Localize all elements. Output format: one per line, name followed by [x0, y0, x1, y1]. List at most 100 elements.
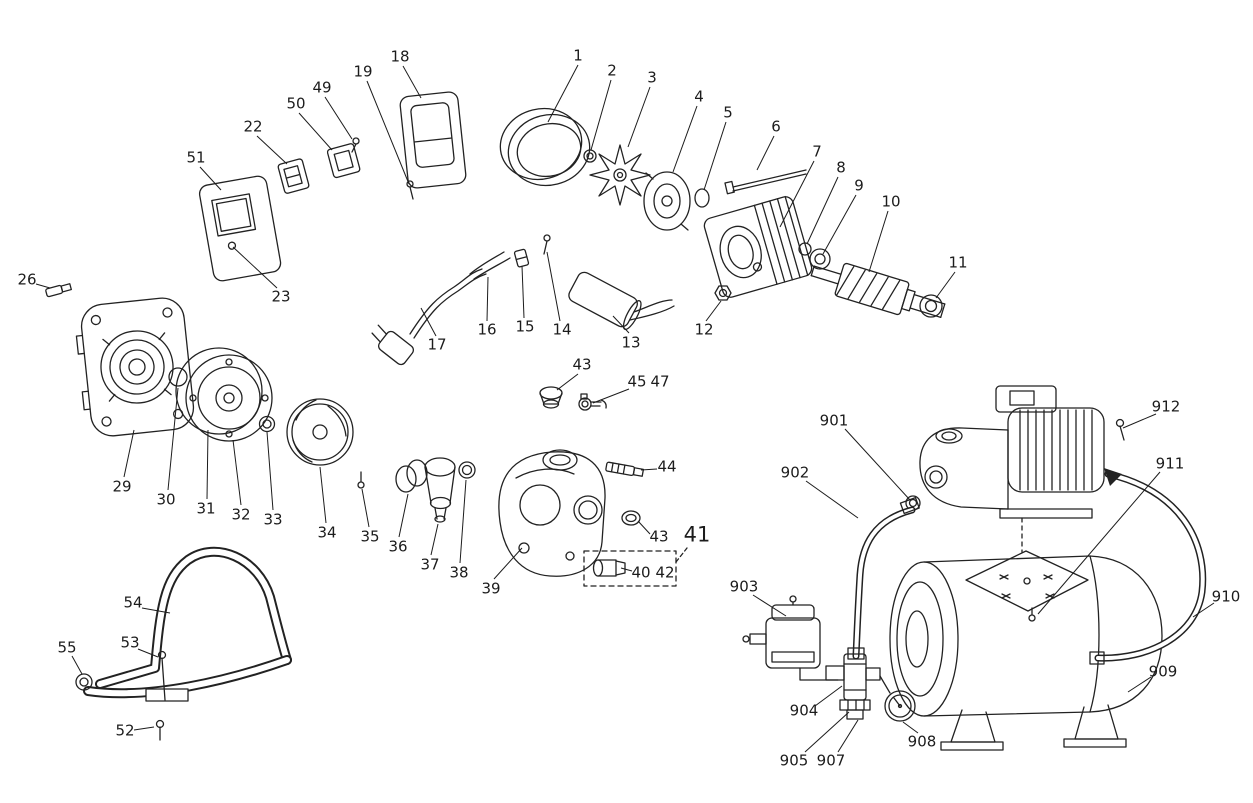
part-label-43b: 43 — [649, 527, 669, 546]
leader-line-16 — [486, 276, 489, 322]
leader-line-55 — [71, 655, 83, 675]
part-five-way-fitting — [825, 653, 881, 720]
part-wires-16 — [469, 251, 511, 280]
part-label-2: 2 — [607, 61, 617, 80]
part-pump-cover — [75, 297, 195, 437]
part-label-908: 908 — [907, 732, 937, 751]
flow-arrow-icon — [1104, 468, 1122, 486]
part-label-38: 38 — [449, 563, 469, 582]
part-fitting-43a — [539, 386, 563, 409]
part-clamp-45-47 — [578, 393, 607, 411]
leader-line-26 — [35, 283, 51, 289]
part-label-902: 902 — [780, 463, 810, 482]
leader-line-51 — [199, 166, 222, 191]
part-label-5: 5 — [723, 103, 733, 122]
part-label-39: 39 — [481, 579, 501, 598]
part-washer-2 — [583, 149, 597, 163]
part-label-6: 6 — [771, 117, 781, 136]
part-label-10: 10 — [881, 192, 901, 211]
leader-line-12 — [705, 300, 722, 322]
part-power-cord — [371, 268, 487, 366]
part-label-912: 912 — [1151, 397, 1181, 416]
part-label-903: 903 — [729, 577, 759, 596]
leader-line-35 — [361, 488, 370, 528]
part-screw-26 — [45, 283, 72, 298]
leader-line-909 — [1127, 676, 1152, 693]
part-pressure-gauge — [879, 675, 916, 722]
leader-line-39 — [493, 547, 523, 580]
leader-line-49 — [324, 96, 353, 140]
part-oring-30 — [168, 367, 188, 387]
part-hose-902 — [847, 496, 920, 660]
leader-line-31 — [206, 429, 209, 500]
leader-line-34 — [319, 466, 327, 524]
part-label-37: 37 — [420, 555, 440, 574]
part-label-910: 910 — [1211, 587, 1241, 606]
leader-line-19 — [366, 80, 410, 185]
leader-line-54 — [141, 607, 171, 614]
part-label-51: 51 — [186, 148, 206, 167]
leader-line-13 — [612, 315, 630, 334]
leader-line-36 — [398, 493, 409, 538]
part-label-901: 901 — [819, 411, 849, 430]
part-label-18: 18 — [390, 47, 410, 66]
leader-line-905 — [804, 711, 850, 753]
part-screw-912 — [1115, 418, 1125, 441]
part-label-49: 49 — [312, 78, 332, 97]
part-label-13: 13 — [621, 333, 641, 352]
leader-line-910 — [1192, 602, 1215, 618]
part-label-904: 904 — [789, 701, 819, 720]
part-label-4: 4 — [694, 87, 704, 106]
leader-line-22 — [256, 135, 288, 165]
leader-line-50 — [298, 112, 333, 151]
part-label-45: 45 — [627, 372, 647, 391]
part-label-47: 47 — [650, 372, 670, 391]
leader-line-11 — [935, 271, 956, 299]
part-clamp-36 — [395, 459, 428, 493]
part-label-35: 35 — [360, 527, 380, 546]
leader-line-912 — [1122, 413, 1157, 429]
part-label-52: 52 — [115, 721, 135, 740]
part-pump-body — [498, 449, 606, 577]
leader-line-32 — [232, 439, 242, 506]
leader-line-904 — [814, 685, 843, 707]
leader-line-1 — [547, 64, 579, 123]
part-screw-911 — [1028, 607, 1036, 622]
leader-line-903 — [752, 594, 787, 617]
part-bolt-44 — [605, 461, 645, 477]
leader-line-43b — [637, 520, 651, 535]
part-screw-14 — [543, 234, 551, 255]
part-stud-35 — [357, 471, 365, 489]
leader-line-18 — [402, 65, 422, 99]
part-switch-22 — [277, 158, 310, 194]
leader-line-3 — [627, 86, 651, 148]
part-label-9: 9 — [854, 176, 864, 195]
part-switch-50 — [326, 143, 361, 179]
part-label-23: 23 — [271, 287, 291, 306]
leader-line-43a — [556, 373, 579, 391]
part-label-43a: 43 — [572, 355, 592, 374]
part-impeller — [286, 398, 354, 466]
part-label-54: 54 — [123, 593, 143, 612]
leader-line-40 — [620, 567, 633, 572]
part-label-40: 40 — [631, 563, 651, 582]
part-label-907: 907 — [816, 751, 846, 770]
part-label-29: 29 — [112, 477, 132, 496]
part-capacitor — [568, 271, 675, 330]
leader-line-45 — [592, 388, 630, 404]
part-label-55: 55 — [57, 638, 77, 657]
part-label-41: 41 — [683, 522, 711, 547]
part-label-1: 1 — [573, 46, 583, 65]
part-label-909: 909 — [1148, 662, 1178, 681]
leader-line-52 — [133, 726, 155, 731]
leader-line-30 — [167, 387, 179, 491]
part-ring-38 — [458, 461, 476, 479]
part-end-bell — [643, 171, 691, 231]
assembled-pump — [919, 385, 1105, 553]
part-label-16: 16 — [477, 320, 497, 339]
leader-line-907 — [837, 719, 859, 753]
part-label-42: 42 — [655, 563, 675, 582]
part-ejector — [424, 457, 456, 523]
